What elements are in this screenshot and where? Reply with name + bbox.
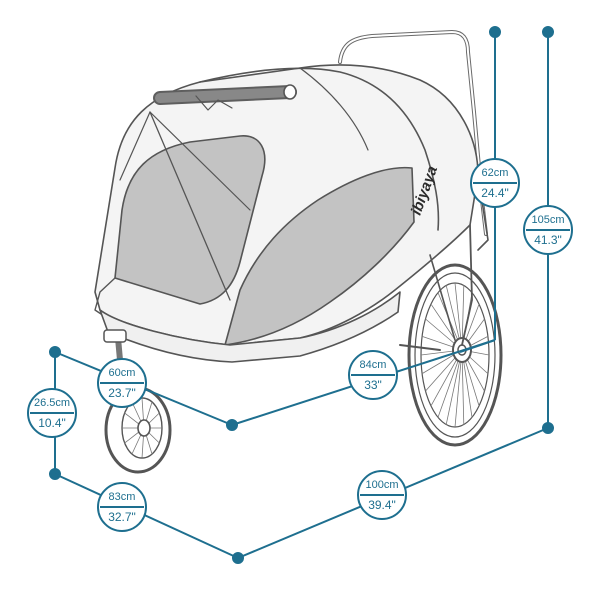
canopy-crest (199, 67, 440, 231)
badge-divider (360, 493, 404, 496)
badge-handle-width: 62cm 24.4" (470, 158, 520, 208)
front-wheel-metric: 26.5cm (33, 396, 71, 409)
height-total-imperial: 41.3" (534, 232, 562, 247)
body-width-imperial: 23.7" (108, 385, 136, 400)
base-width-imperial: 32.7" (108, 509, 136, 524)
badge-divider (100, 505, 144, 508)
badge-divider (473, 181, 517, 184)
badge-divider (526, 228, 570, 231)
stroller-drawing (94, 30, 503, 474)
total-length-imperial: 39.4" (368, 497, 396, 512)
badge-front-wheel-height: 26.5cm 10.4" (27, 388, 77, 438)
body-width-metric: 60cm (108, 366, 136, 379)
front-wheel-imperial: 10.4" (38, 415, 66, 430)
handle-width-imperial: 24.4" (481, 185, 509, 200)
badge-divider (30, 411, 74, 414)
handle-width-metric: 62cm (481, 166, 509, 179)
badge-base-width: 83cm 32.7" (97, 482, 147, 532)
bottom-tray (99, 291, 401, 363)
body-length-imperial: 33" (364, 377, 382, 392)
height-total-marker-top (542, 26, 554, 38)
badge-body-length: 84cm 33" (348, 350, 398, 400)
badge-total-length: 100cm 39.4" (357, 470, 407, 520)
badge-divider (100, 381, 144, 384)
base-width-metric: 83cm (108, 490, 136, 503)
front-bumper-handle (153, 84, 297, 111)
side-mesh-panel (224, 166, 415, 346)
badge-divider (351, 373, 395, 376)
body-length-metric: 84cm (359, 358, 387, 371)
handle-width-marker-top (489, 26, 501, 38)
badge-body-width: 60cm 23.7" (97, 358, 147, 408)
badge-height-total: 105cm 41.3" (523, 205, 573, 255)
height-total-metric: 105cm (531, 213, 565, 226)
rear-wheel (407, 263, 503, 447)
total-length-metric: 100cm (365, 478, 399, 491)
